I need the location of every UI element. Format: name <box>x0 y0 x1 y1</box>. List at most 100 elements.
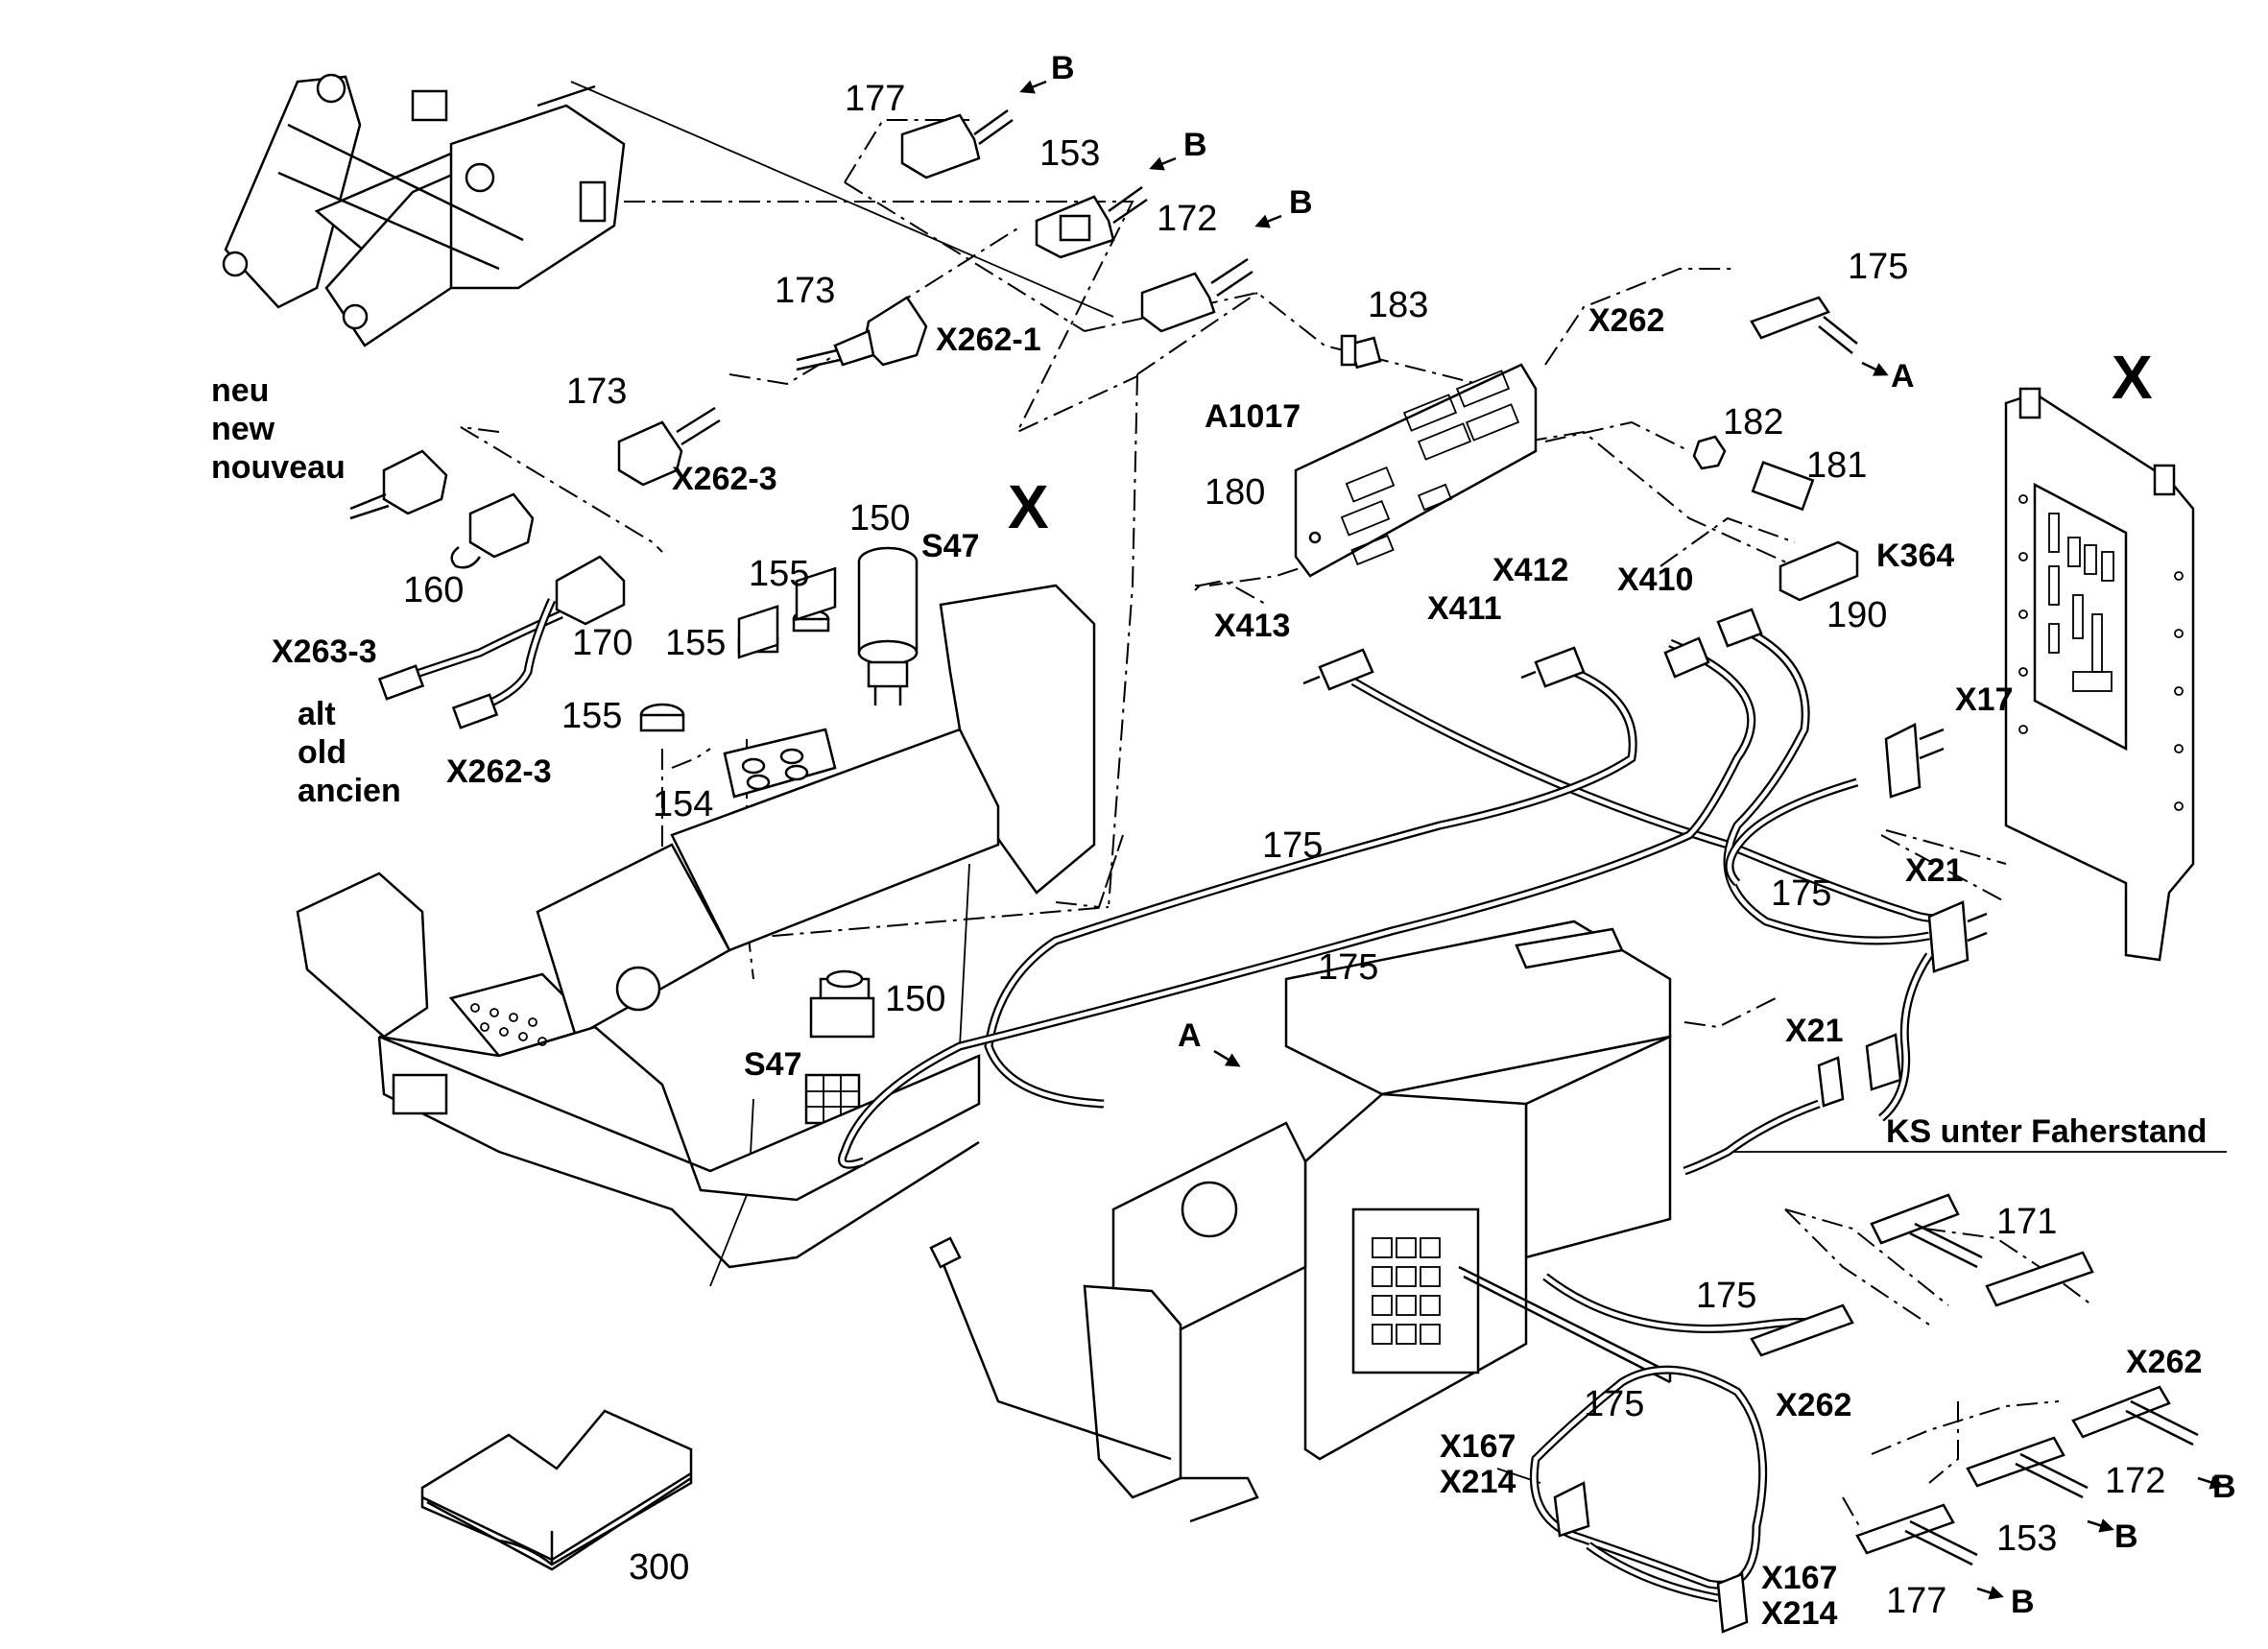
label-x214-b: X214 <box>1761 1595 1837 1632</box>
connector-x167-bottom <box>1716 1572 1749 1634</box>
label-x21-lower: X21 <box>1785 1013 1844 1049</box>
connector-177-top <box>900 108 1014 179</box>
section-marker-x-left: X <box>1008 472 1049 541</box>
strip-177-bottom <box>1855 1503 1978 1566</box>
connector-x410 <box>1716 608 1763 648</box>
switch-150-top <box>857 546 919 705</box>
label-x262-right: X262 <box>2126 1344 2202 1380</box>
section-marker-x-right: X <box>2112 343 2153 412</box>
arrow-b-177-bottom: B <box>2011 1584 2035 1620</box>
strip-153-bottom <box>1966 1436 2089 1499</box>
connector-x411 <box>1520 646 1586 688</box>
label-k364: K364 <box>1876 538 1954 574</box>
label-x214-a: X214 <box>1440 1464 1516 1500</box>
label-neu: neu <box>211 372 269 409</box>
part-175-mid-3: 175 <box>1771 873 1831 914</box>
part-175-mid-2: 175 <box>1318 947 1378 988</box>
part-181: 181 <box>1806 445 1867 486</box>
part-175-top-right: 175 <box>1848 247 1908 287</box>
board-a1017 <box>1294 296 1859 602</box>
strip-171-top <box>1870 1193 1983 1269</box>
connector-160 <box>450 492 535 569</box>
connector-x413 <box>1302 648 1374 691</box>
part-180: 180 <box>1205 472 1265 513</box>
label-x412: X412 <box>1492 552 1568 588</box>
connector-173-a <box>796 296 928 371</box>
relay-150-bottom <box>804 969 875 1125</box>
label-x262-1: X262-1 <box>936 322 1041 358</box>
label-old: old <box>298 734 346 771</box>
label-x167-b: X167 <box>1761 1560 1837 1596</box>
label-nouveau: nouveau <box>211 449 346 486</box>
operator-console <box>296 566 1096 1269</box>
connector-new <box>349 449 448 520</box>
connector-175-strip-top <box>1750 296 1858 354</box>
label-x263-3: X263-3 <box>272 633 377 670</box>
arrow-b-153-bottom: B <box>2114 1518 2138 1555</box>
connector-x21-upper <box>1927 900 1988 973</box>
label-x262-lower: X262 <box>1776 1387 1851 1423</box>
switch-assembly <box>639 546 919 1125</box>
arrow-b-177: B <box>1051 50 1075 86</box>
part-172-top: 172 <box>1157 199 1217 239</box>
label-x262-board: X262 <box>1588 302 1664 339</box>
part-153-bottom: 153 <box>1996 1518 2057 1559</box>
strip-x262-lower <box>1750 1303 1854 1357</box>
part-175-low-1: 175 <box>1696 1276 1756 1316</box>
part-155-b: 155 <box>749 554 809 594</box>
label-ks-note: KS unter Faherstand <box>1886 1113 2207 1150</box>
manual-book-icon <box>420 1409 693 1571</box>
label-x413: X413 <box>1214 608 1290 644</box>
top-connectors <box>349 108 1253 729</box>
part-154: 154 <box>653 784 713 824</box>
label-new: new <box>211 411 275 447</box>
part-160: 160 <box>403 570 464 610</box>
arrow-b-172: B <box>1289 184 1313 221</box>
panel-154 <box>723 728 837 799</box>
part-173-a: 173 <box>775 271 835 311</box>
label-x262-3-top: X262-3 <box>672 461 777 497</box>
arrow-a-175: A <box>1891 358 1915 394</box>
cable-harnesses <box>838 608 1988 1176</box>
label-x21-upper: X21 <box>1905 852 1964 889</box>
label-x410: X410 <box>1617 562 1693 598</box>
seat-holes <box>470 1003 547 1046</box>
part-155-c: 155 <box>561 696 622 736</box>
label-x411: X411 <box>1427 590 1502 627</box>
connector-170 <box>377 555 626 729</box>
lower-harnesses <box>1529 1193 2199 1634</box>
connector-172-top <box>1140 257 1253 333</box>
part-150-top: 150 <box>849 498 910 538</box>
arrows <box>1019 80 2225 1600</box>
part-177-bottom: 177 <box>1886 1581 1946 1621</box>
nut-182 <box>1692 435 1727 470</box>
part-190: 190 <box>1826 595 1887 635</box>
part-175-mid-1: 175 <box>1262 825 1323 866</box>
connector-x21-lower <box>1683 1033 1902 1176</box>
part-177-top: 177 <box>845 79 905 119</box>
label-s47-bottom: S47 <box>744 1046 802 1083</box>
arrow-b-153: B <box>1183 127 1207 163</box>
machine-frame-illustration <box>222 73 626 347</box>
connector-153-top <box>1035 185 1148 259</box>
connector-x167-top <box>1553 1481 1590 1538</box>
part-183: 183 <box>1368 285 1428 325</box>
panel-rivets <box>2018 494 2184 811</box>
connector-173-b <box>617 406 721 487</box>
part-175-low-2: 175 <box>1584 1384 1644 1424</box>
part-300: 300 <box>629 1547 689 1588</box>
right-side-panel <box>2004 387 2195 962</box>
label-x167-a: X167 <box>1440 1428 1516 1465</box>
bolt-183 <box>1340 334 1382 370</box>
part-170: 170 <box>572 623 633 663</box>
label-ancien: ancien <box>298 773 401 809</box>
strip-171-bottom <box>1985 1251 2094 1307</box>
part-172-bottom: 172 <box>2105 1461 2165 1501</box>
part-173-b: 173 <box>566 371 627 412</box>
arrow-a-left: A <box>1178 1017 1202 1054</box>
label-x262-3-old: X262-3 <box>446 753 552 790</box>
part-150-bottom: 150 <box>885 979 945 1019</box>
label-a1017: A1017 <box>1205 398 1301 435</box>
label-s47-top: S47 <box>921 528 980 564</box>
